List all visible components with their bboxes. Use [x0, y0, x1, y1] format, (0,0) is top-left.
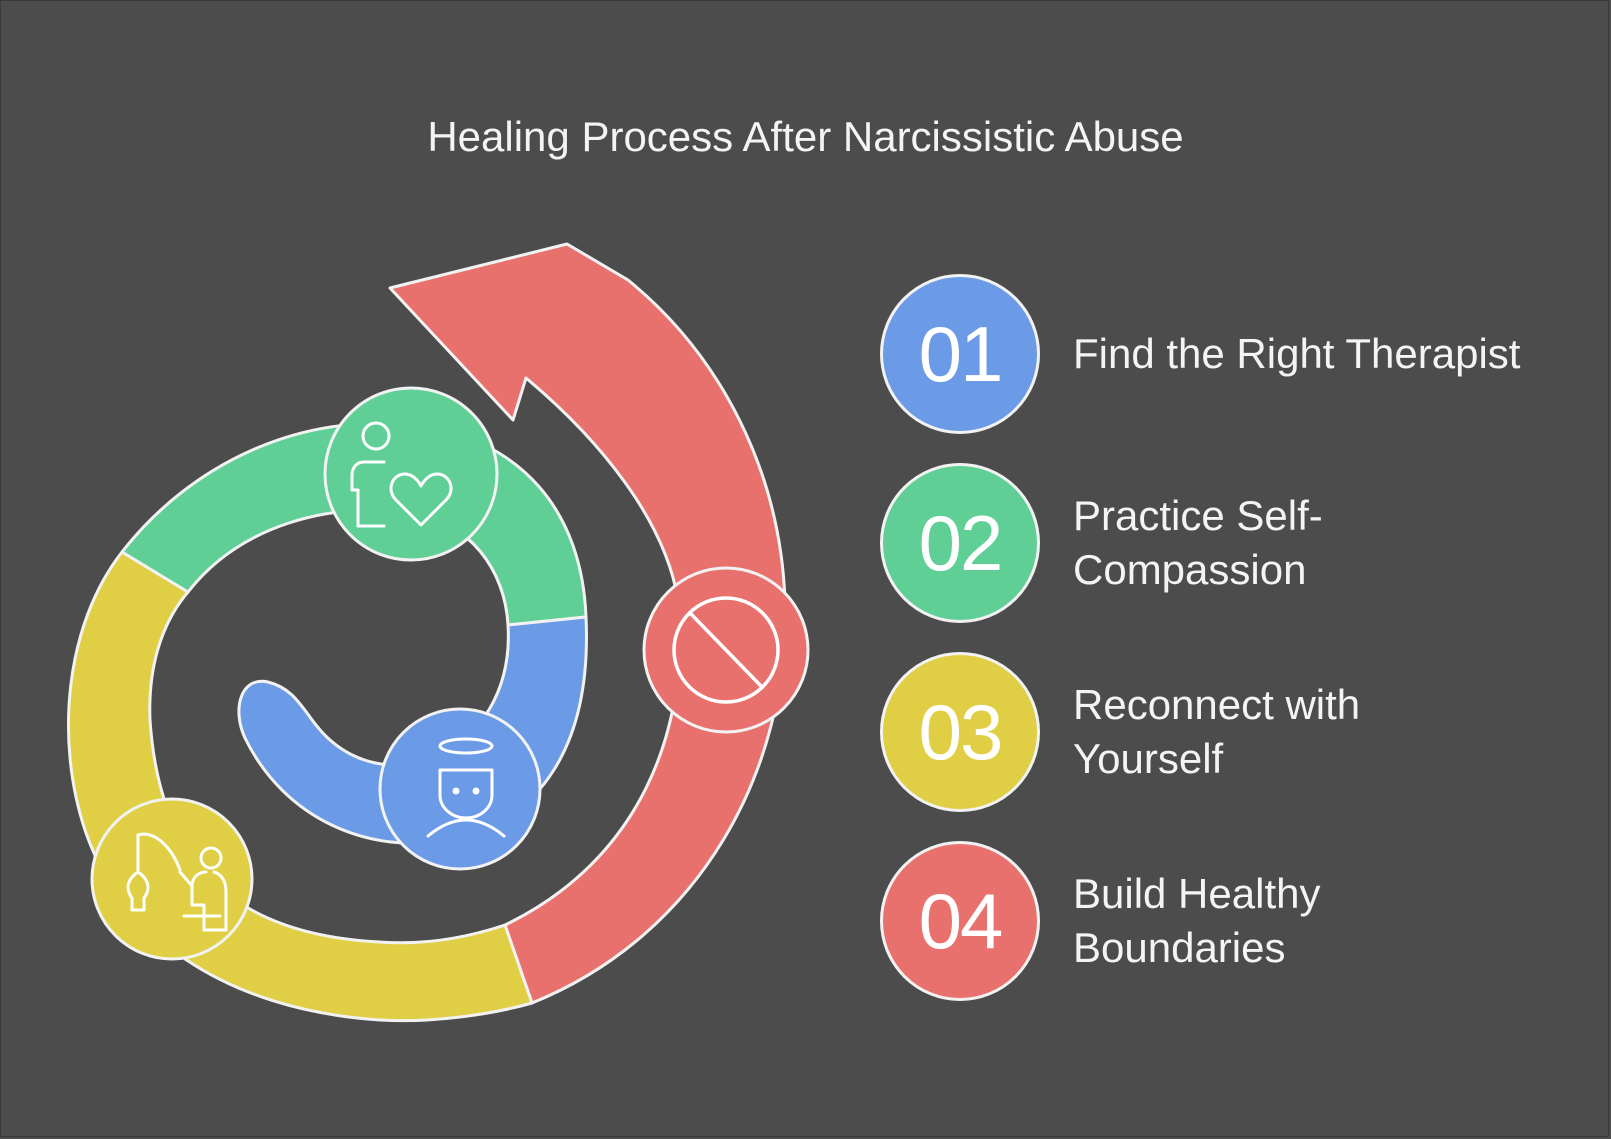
step-2-number: 02 — [880, 463, 1040, 623]
step-1-label: Find the Right Therapist — [1073, 330, 1521, 377]
step-2-label: Practice Self- Compassion — [1073, 489, 1593, 597]
step-1-number: 01 — [880, 274, 1040, 434]
blue-icon-bubble — [378, 707, 542, 871]
yellow-icon-bubble — [90, 797, 254, 961]
step-3-number: 03 — [880, 652, 1040, 812]
step-4-number: 04 — [880, 841, 1040, 1001]
step-4-label-line-1: Build Healthy — [1073, 870, 1321, 917]
step-2-label-line-1: Practice Self- — [1073, 492, 1323, 539]
step-4-label-line-2: Boundaries — [1073, 924, 1286, 971]
angel-face-icon — [426, 737, 506, 838]
no-entry-icon — [672, 596, 780, 704]
person-heart-icon — [350, 421, 453, 528]
page-title: Healing Process After Narcissistic Abuse — [427, 113, 1184, 160]
step-3-label-line-2: Yourself — [1073, 735, 1224, 782]
step-2-label-line-2: Compassion — [1073, 546, 1307, 593]
step-4-label: Build Healthy Boundaries — [1073, 867, 1593, 975]
spiral-segment-red — [388, 242, 787, 1005]
person-fishing-icon — [126, 832, 228, 932]
step-3-label: Reconnect with Yourself — [1073, 678, 1593, 786]
step-3-label-line-1: Reconnect with — [1073, 681, 1361, 728]
